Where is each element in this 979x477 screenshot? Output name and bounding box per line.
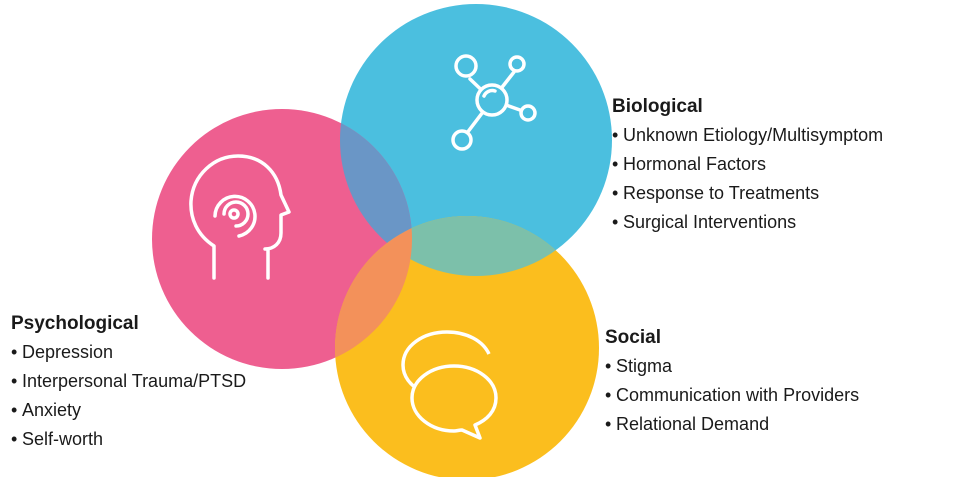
social-title: Social [605, 327, 661, 348]
list-item: •Anxiety [11, 400, 82, 420]
social-group: Social •Stigma •Communication with Provi… [605, 326, 859, 439]
list-item: •Surgical Interventions [612, 212, 797, 232]
biological-list: •Unknown Etiology/Multisymptom •Hormonal… [612, 121, 883, 237]
list-item: •Communication with Providers [605, 385, 860, 405]
list-item: •Depression [11, 342, 114, 362]
psychological-title: Psychological [11, 313, 139, 334]
psychological-group: Psychological •Depression •Interpersonal… [11, 312, 246, 454]
head-mind-icon [189, 154, 291, 280]
social-list: •Stigma •Communication with Providers •R… [605, 352, 859, 439]
list-item: •Relational Demand [605, 414, 770, 434]
molecule-icon [451, 54, 537, 151]
list-item: •Response to Treatments [612, 183, 820, 203]
biological-title: Biological [612, 96, 703, 117]
list-item: •Self-worth [11, 429, 104, 449]
psy-soc-overlap [335, 216, 412, 369]
biological-group: Biological •Unknown Etiology/Multisympto… [612, 95, 883, 237]
list-item: •Unknown Etiology/Multisymptom [612, 125, 884, 145]
psychological-list: •Depression •Interpersonal Trauma/PTSD •… [11, 338, 246, 454]
bio-psy-overlap [340, 109, 412, 276]
speech-bubbles-icon [401, 330, 498, 440]
list-item: •Interpersonal Trauma/PTSD [11, 371, 247, 391]
list-item: •Hormonal Factors [612, 154, 767, 174]
list-item: •Stigma [605, 356, 673, 376]
